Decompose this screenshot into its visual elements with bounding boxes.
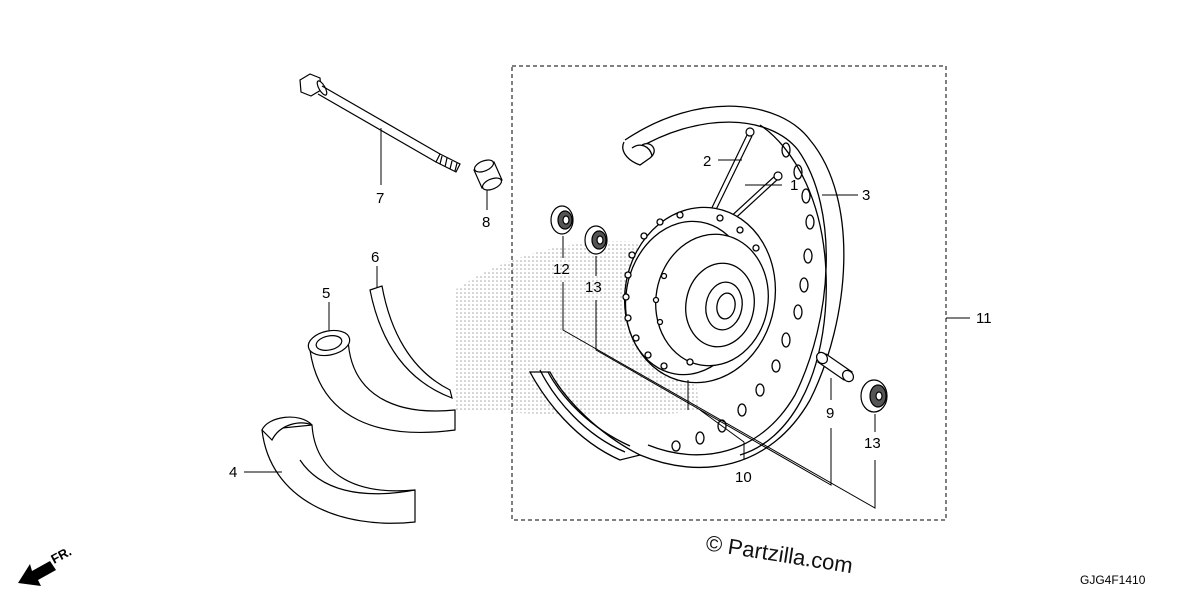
- callout-7: 7: [376, 190, 384, 207]
- bearing-right: [860, 379, 888, 413]
- leader-10-b: [699, 409, 745, 443]
- callout-11: 11: [976, 310, 992, 327]
- callout-13-left: 13: [585, 279, 602, 296]
- callout-13-right: 13: [864, 435, 881, 452]
- tire: [261, 416, 416, 524]
- wheel-assembly-box: [511, 65, 947, 521]
- callout-4: 4: [229, 464, 237, 481]
- bearing-left: [584, 225, 608, 255]
- dust-seal: [550, 205, 574, 235]
- group-leaders: [562, 282, 876, 509]
- callout-5: 5: [322, 285, 330, 302]
- diagram-code: GJG4F1410: [1080, 573, 1146, 587]
- rim-band: [369, 285, 453, 399]
- callout-8: 8: [482, 214, 490, 231]
- wheel-hub: [622, 206, 777, 384]
- callout-12: 12: [553, 261, 570, 278]
- callout-9: 9: [826, 405, 834, 422]
- direction-label: FR.: [48, 544, 74, 567]
- axle-bolt: [299, 73, 461, 173]
- callout-3: 3: [862, 187, 870, 204]
- front-direction-arrow: FR.: [18, 544, 74, 586]
- watermark-text: © Partzilla.com: [704, 530, 854, 578]
- distance-collar: [815, 351, 855, 383]
- wheel-rim: [528, 105, 845, 469]
- callout-10: 10: [735, 469, 752, 486]
- callout-2: 2: [703, 153, 711, 170]
- inner-tube: [307, 329, 456, 433]
- callout-1: 1: [790, 177, 798, 194]
- collar: [473, 159, 503, 191]
- callout-6: 6: [371, 249, 379, 266]
